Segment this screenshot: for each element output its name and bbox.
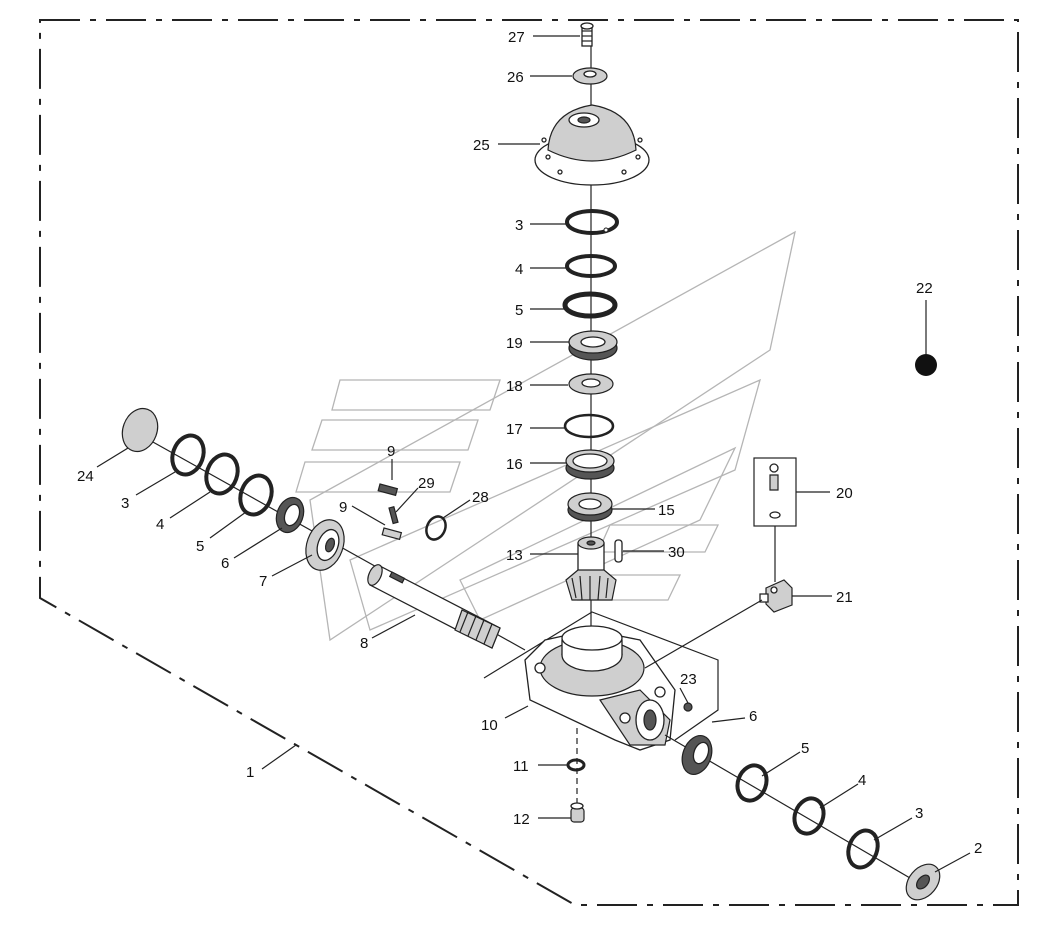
part-25-cover <box>534 104 650 186</box>
part-7-bevel-gear <box>305 519 345 571</box>
callout-1: 1 <box>246 764 254 781</box>
part-19-bearing <box>568 330 618 361</box>
part-4-shim-left <box>204 452 240 496</box>
part-4-shim-top <box>565 254 617 278</box>
part-5-shim-right <box>735 763 769 803</box>
part-30-key <box>614 539 623 563</box>
callout-16: 16 <box>506 456 523 473</box>
callout-13: 13 <box>506 547 523 564</box>
callout-9-lower: 9 <box>339 499 347 516</box>
part-3-snap-ring-left <box>170 433 206 477</box>
part-9-key-lower <box>381 527 403 541</box>
part-22-dot <box>915 354 937 376</box>
part-12-drain-plug <box>570 802 585 823</box>
callout-30: 30 <box>668 544 685 561</box>
callout-6-right: 6 <box>749 708 757 725</box>
callout-3-right: 3 <box>915 805 923 822</box>
callout-29: 29 <box>418 475 435 492</box>
callout-3: 3 <box>515 217 523 234</box>
callout-4-left: 4 <box>156 516 164 533</box>
callout-23: 23 <box>680 671 697 688</box>
callout-9-upper: 9 <box>387 443 395 460</box>
callout-labels: 27 26 25 3 4 5 19 18 17 16 15 13 30 22 2… <box>77 29 982 857</box>
part-23-plug <box>683 702 693 712</box>
kit-boundary <box>39 19 1019 906</box>
part-2-end-cap <box>905 863 941 901</box>
part-3-snap-ring-right <box>846 828 880 870</box>
callout-20: 20 <box>836 485 853 502</box>
callout-12: 12 <box>513 811 530 828</box>
part-26-washer <box>572 67 608 85</box>
callout-4: 4 <box>515 261 523 278</box>
callout-25: 25 <box>473 137 490 154</box>
part-10-gearbox-housing <box>483 611 719 751</box>
part-24-cap <box>121 407 159 453</box>
leader-lines <box>96 35 971 873</box>
part-4-shim-right <box>792 796 826 836</box>
callout-26: 26 <box>507 69 524 86</box>
callout-24: 24 <box>77 468 94 485</box>
callout-28: 28 <box>472 489 489 506</box>
part-29-pin <box>388 505 399 525</box>
part-15-bearing <box>567 492 613 522</box>
part-5-shim-left <box>238 473 274 517</box>
callout-8: 8 <box>360 635 368 652</box>
callout-7: 7 <box>259 573 267 590</box>
part-11-washer <box>566 758 586 772</box>
part-6-bearing-left <box>275 496 305 534</box>
part-17-o-ring <box>563 413 615 439</box>
part-28-retaining-ring <box>425 515 447 541</box>
callout-11: 11 <box>513 758 529 775</box>
part-8-input-shaft <box>367 564 501 649</box>
callout-27: 27 <box>508 29 525 46</box>
callout-22: 22 <box>916 280 933 297</box>
callout-2: 2 <box>974 840 982 857</box>
part-16-seal <box>565 449 615 480</box>
callout-17: 17 <box>506 421 523 438</box>
callout-19: 19 <box>506 335 523 352</box>
callout-5: 5 <box>515 302 523 319</box>
part-21-elbow <box>759 579 793 613</box>
elbow-to-housing-line <box>644 599 763 669</box>
part-18-spacer <box>568 373 614 395</box>
part-20-grease-fitting <box>769 463 781 519</box>
part-13-pinion-gear <box>565 536 617 601</box>
watermark-logo <box>295 230 796 642</box>
part-6-bearing-right <box>681 735 713 775</box>
callout-4-right: 4 <box>858 772 866 789</box>
callout-6-left: 6 <box>221 555 229 572</box>
callout-5-left: 5 <box>196 538 204 555</box>
callout-21: 21 <box>836 589 853 606</box>
callout-18: 18 <box>506 378 523 395</box>
callout-10: 10 <box>481 717 498 734</box>
callout-3-left: 3 <box>121 495 129 512</box>
part-27-screw <box>580 22 594 47</box>
part-5-shim-top <box>562 291 618 319</box>
callout-5-right: 5 <box>801 740 809 757</box>
callout-15: 15 <box>658 502 675 519</box>
part-3-snap-ring-top <box>565 209 619 235</box>
part-9-key-upper <box>377 483 399 497</box>
